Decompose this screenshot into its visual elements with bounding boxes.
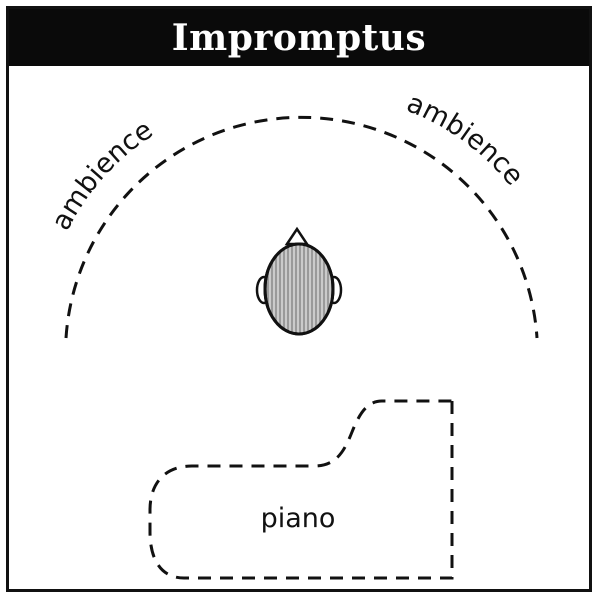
- diagram-title: Impromptus: [171, 16, 427, 59]
- ambience-label-left: ambience: [46, 114, 159, 235]
- title-bar: Impromptus: [9, 9, 589, 66]
- ambience-label-right: ambience: [402, 88, 529, 192]
- piano-outline: [148, 399, 454, 580]
- piano-label: piano: [261, 503, 336, 534]
- diagram-frame: Impromptus: [6, 6, 592, 592]
- listener-head-icon: [255, 226, 343, 336]
- ambience-arc: [64, 115, 539, 339]
